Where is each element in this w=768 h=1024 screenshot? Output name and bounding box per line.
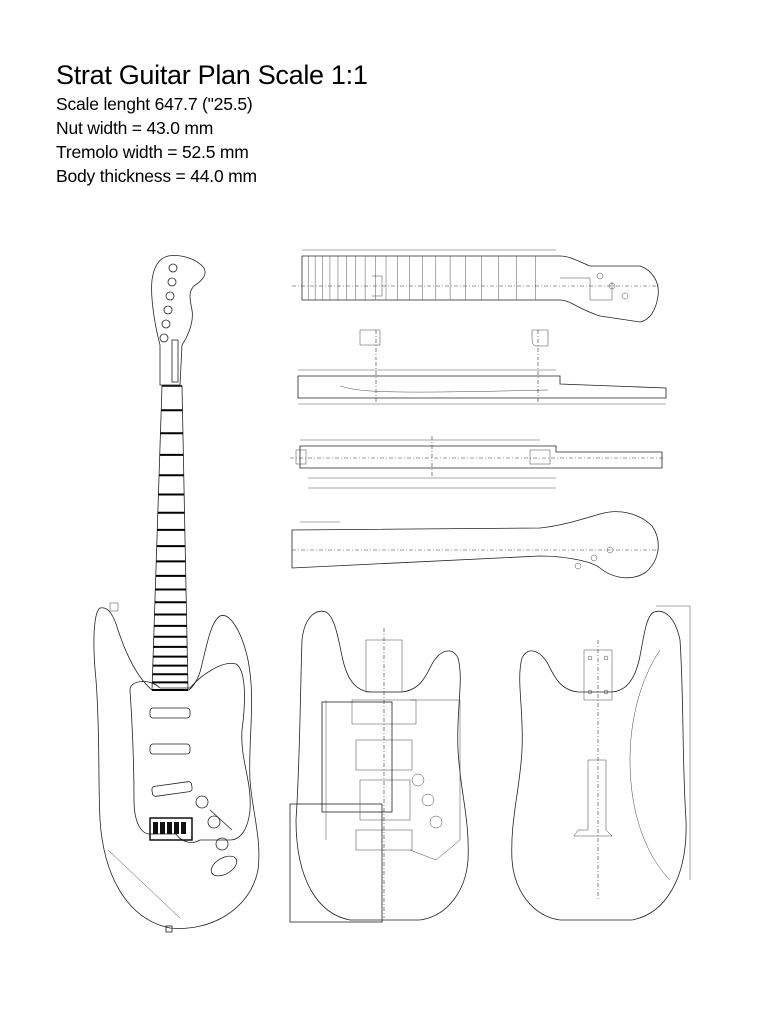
body-outline [93, 607, 260, 929]
tone-knob-2 [215, 837, 229, 851]
bridge-saddles [153, 822, 186, 834]
spec-nut-width: Nut width = 43.0 mm [56, 118, 214, 138]
tuner-3 [165, 291, 175, 301]
body-routing-view [289, 610, 469, 923]
tremolo-cavity [573, 759, 613, 837]
tuner-6 [159, 333, 169, 343]
pickup-neck [149, 707, 191, 719]
neck-section-outline [299, 445, 663, 469]
plan-title: Strat Guitar Plan Scale 1:1 [56, 60, 368, 90]
pickguard [129, 662, 251, 843]
neck-side-outline [297, 375, 667, 399]
headstock-outline [151, 255, 206, 386]
neck-side-view [297, 362, 667, 405]
spec-tremolo-width: Tremolo width = 52.5 mm [56, 142, 249, 162]
neck-profile-outline [291, 511, 659, 579]
tuner-5 [161, 319, 171, 329]
neck-top-outline [301, 255, 659, 323]
plan-header: Strat Guitar Plan Scale 1:1 Scale lenght… [56, 58, 368, 188]
fret-group [152, 409, 188, 691]
tremolo-bridge [149, 817, 193, 841]
selector-switch [209, 809, 233, 831]
spec-body-thickness: Body thickness = 44.0 mm [56, 166, 257, 186]
back-body-outline [511, 610, 687, 921]
tuner-2 [167, 277, 177, 287]
neck-outline [151, 385, 189, 691]
neck-plate [583, 649, 613, 701]
neck-top-view [292, 249, 660, 323]
pickup-bridge [151, 781, 193, 797]
truss-rod-slot [171, 339, 179, 383]
volume-knob [195, 795, 209, 809]
tuner-1 [168, 263, 178, 273]
strap-button-lower [165, 925, 173, 933]
neck-pocket [365, 639, 403, 693]
tuner-4 [163, 305, 173, 315]
body-contour-line [107, 849, 181, 919]
strap-button-upper [109, 602, 119, 612]
output-jack-plate [210, 855, 238, 877]
neck-profile-view [291, 511, 660, 579]
full-guitar-view [93, 255, 260, 933]
spec-scale-length: Scale lenght 647.7 ("25.5) [56, 94, 253, 114]
neck-detail-small [359, 329, 549, 360]
tone-knob-1 [207, 815, 221, 829]
pickup-middle [149, 743, 191, 755]
body-back-view [511, 605, 691, 921]
neck-section-view [290, 436, 664, 489]
